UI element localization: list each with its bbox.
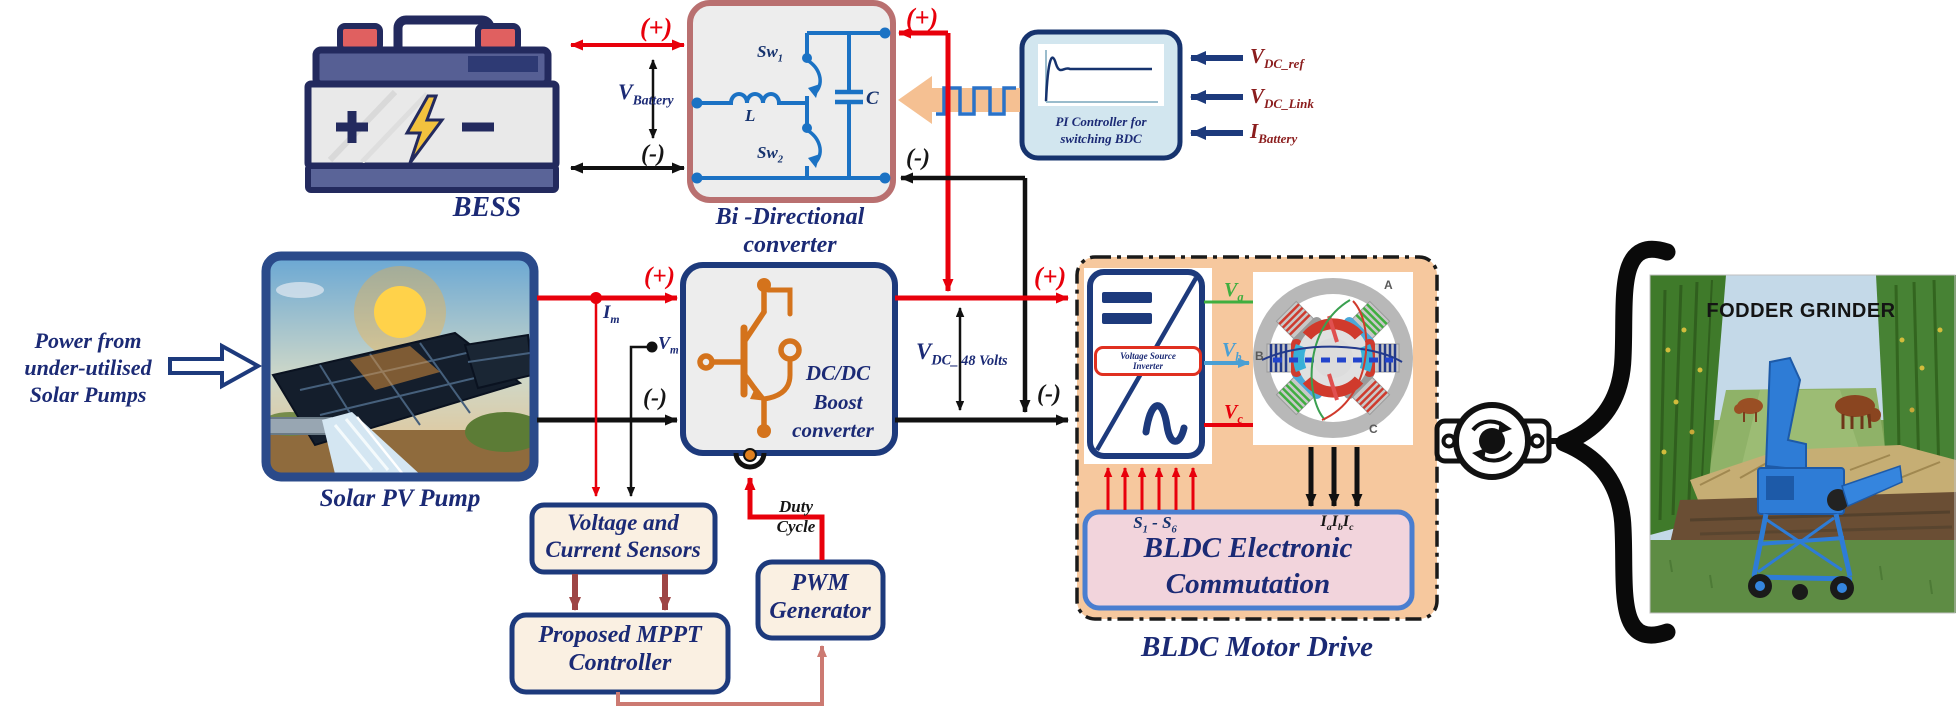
v-battery-label: VBattery — [618, 79, 674, 108]
source-power-arrow — [168, 342, 263, 390]
dclink-plus-label: (+) — [1034, 262, 1067, 291]
curly-brace-icon — [1555, 240, 1676, 644]
vdc-ref-label: VDC_ref — [1250, 44, 1304, 72]
source-power-note: Power from under-utilised Solar Pumps — [24, 328, 152, 407]
va-label: Va — [1224, 279, 1244, 304]
mppt-title: Proposed MPPT Controller — [538, 622, 702, 677]
bdc-negative-wire — [900, 172, 1031, 413]
sw1-label: Sw1 — [757, 42, 784, 65]
solar-pv-photo — [261, 251, 539, 482]
boost-gate-connector — [733, 448, 767, 470]
pv-plus-label: (+) — [644, 263, 675, 290]
vm-label: Vm — [658, 333, 679, 357]
battery-plus-label: (+) — [640, 13, 673, 42]
commutation-line2: Commutation — [1165, 568, 1331, 600]
vb-label: Vb — [1222, 339, 1242, 364]
phase-lines — [1204, 300, 1253, 427]
motor-phase-c-label: C — [1369, 422, 1378, 436]
sensors-box — [529, 502, 718, 575]
pi-box-title: PI Controller for switching BDC — [1055, 114, 1147, 146]
vdc-link-label: VDC_Link — [1250, 84, 1314, 112]
bdc-plus-label: (+) — [906, 3, 939, 32]
pi-box — [1019, 29, 1183, 161]
bdc-title: Bi -Directional converter — [715, 204, 865, 259]
s1-s6-arrows — [1103, 467, 1198, 510]
boost-line1: DC/DC — [805, 361, 871, 385]
bldc-drive-label: BLDC Motor Drive — [1141, 631, 1373, 663]
phase-current-arrows — [1305, 447, 1363, 507]
im-label: Im — [603, 302, 620, 326]
pv-minus-label: (-) — [643, 385, 667, 411]
bdc-circuit — [691, 27, 891, 184]
inductor-label: L — [745, 106, 756, 125]
dclink-minus-label: (-) — [1037, 381, 1061, 407]
vsi-label: Voltage Source Inverter — [1094, 346, 1202, 376]
motor-coupling-icon — [1434, 402, 1558, 480]
s1-s6-label: S1 - S6 — [1133, 513, 1177, 536]
vdc-48v-label: VDC_48 Volts — [916, 339, 1008, 369]
bdc-positive-wire — [898, 27, 954, 292]
duty-cycle-label: Duty Cycle — [776, 497, 816, 536]
battery-minus-label: (-) — [641, 141, 665, 167]
bdc-minus-label: (-) — [906, 145, 930, 171]
igbt-icon — [697, 278, 802, 438]
duty-cycle-wire — [744, 477, 825, 560]
vc-label: Vc — [1224, 401, 1243, 426]
commutation-box — [1082, 509, 1415, 611]
boost-line2: Boost — [813, 390, 863, 414]
fodder-grinder-title: FODDER GRINDER — [1706, 300, 1896, 322]
i-battery-label: IBattery — [1250, 119, 1298, 147]
fodder-grinder-photo — [1649, 274, 1956, 614]
pi-input-arrows — [1190, 51, 1243, 140]
phase-currents-label: IaIbIc — [1320, 513, 1354, 534]
pi-response-icon — [1038, 44, 1164, 106]
sensors-title: Voltage and Current Sensors — [545, 510, 701, 563]
pwm-wave-icon — [898, 76, 1020, 124]
commutation-line1: BLDC Electronic — [1143, 532, 1353, 564]
sw2-label: Sw2 — [757, 143, 784, 166]
capacitor-label: C — [866, 88, 879, 109]
motor-phase-b-label: B — [1255, 349, 1264, 363]
solar-pv-pump-label: Solar PV Pump — [319, 485, 481, 512]
bldc-motor-icon — [1253, 278, 1413, 438]
bess-label: BESS — [452, 192, 522, 223]
motor-phase-a-label: A — [1384, 278, 1393, 292]
pwm-box — [755, 559, 886, 641]
battery-icon — [304, 15, 560, 193]
mppt-feedback-wire — [616, 645, 827, 706]
vm-sense-wire — [626, 341, 658, 497]
sensor-to-mppt-arrows — [569, 574, 671, 611]
boost-line3: converter — [792, 418, 874, 442]
pwm-title: PWM Generator — [769, 570, 871, 625]
